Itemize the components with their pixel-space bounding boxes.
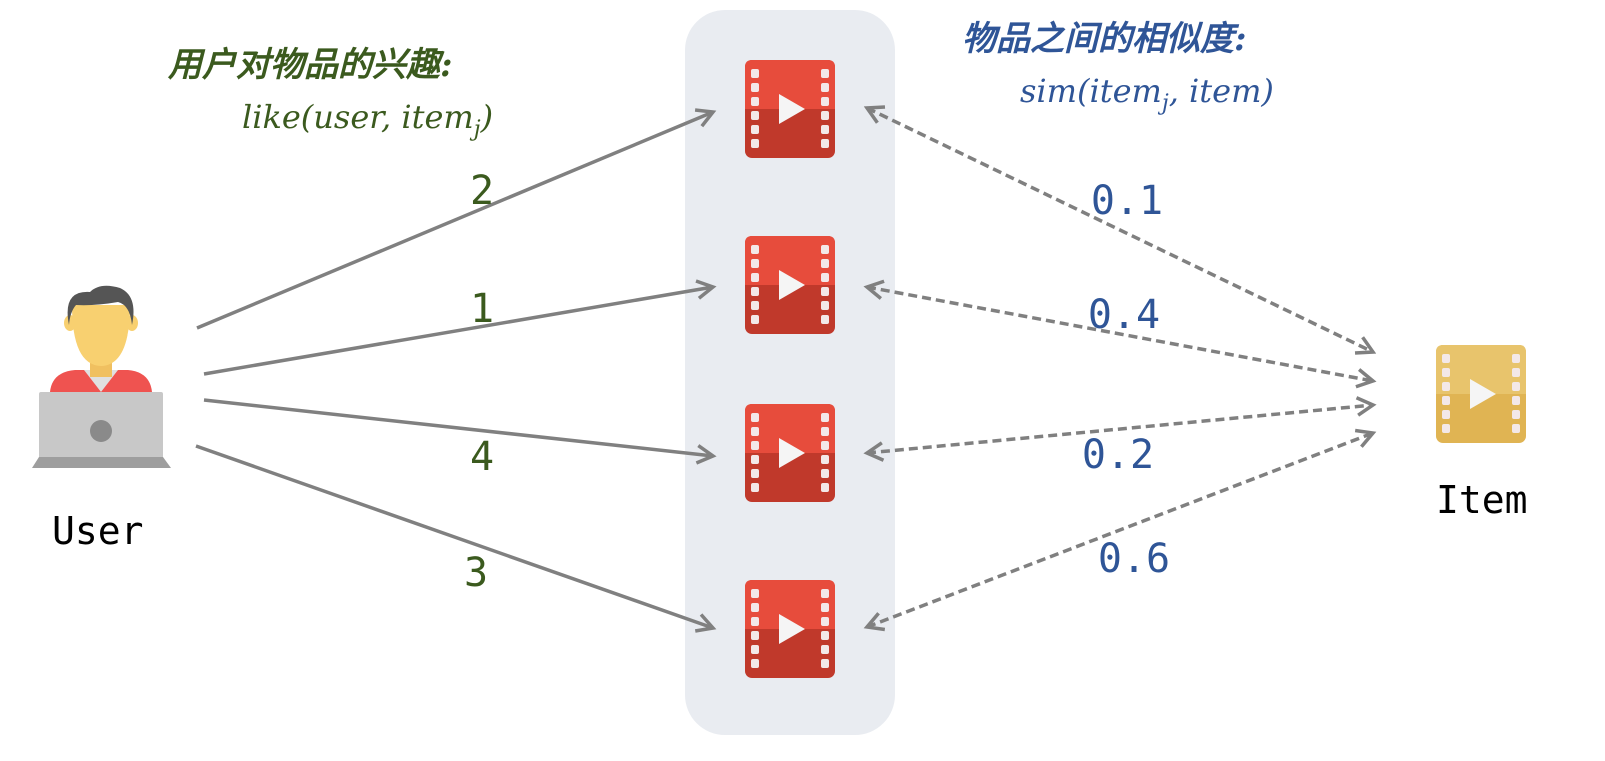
interest-weight: 4: [470, 434, 494, 480]
similarity-value: 0.1: [1091, 178, 1163, 224]
play-icon: [779, 270, 805, 300]
right-title: 物品之间的相似度:: [962, 19, 1247, 59]
video-item-icon-4: [745, 580, 835, 678]
play-icon: [779, 94, 805, 124]
like-formula: like(user, itemj): [242, 98, 493, 142]
play-icon: [779, 614, 805, 644]
interest-arrow: [203, 398, 713, 456]
candidate-items-panel: [685, 10, 895, 735]
video-item-icon-3: [745, 404, 835, 502]
interest-weight: 3: [464, 550, 488, 596]
interest-weight: 1: [470, 286, 494, 332]
play-icon: [779, 438, 805, 468]
sim-formula: sim(itemj, item): [1020, 72, 1274, 116]
interest-arrow: [196, 112, 713, 330]
item-label: Item: [1436, 478, 1528, 522]
similarity-arrow: [867, 433, 1373, 627]
left-title: 用户对物品的兴趣:: [167, 45, 453, 85]
similarity-value: 0.6: [1098, 536, 1170, 582]
video-item-icon-2: [745, 236, 835, 334]
user-icon: [32, 285, 171, 468]
interest-arrow: [195, 444, 713, 628]
similarity-value: 0.2: [1082, 432, 1154, 478]
target-item-icon: [1436, 345, 1526, 443]
interest-weight: 2: [470, 168, 494, 214]
user-label: User: [52, 509, 144, 553]
similarity-value: 0.4: [1088, 292, 1160, 338]
similarity-arrow: [867, 287, 1373, 381]
interest-arrow: [203, 287, 713, 376]
video-item-icon-1: [745, 60, 835, 158]
play-icon: [1470, 379, 1496, 409]
